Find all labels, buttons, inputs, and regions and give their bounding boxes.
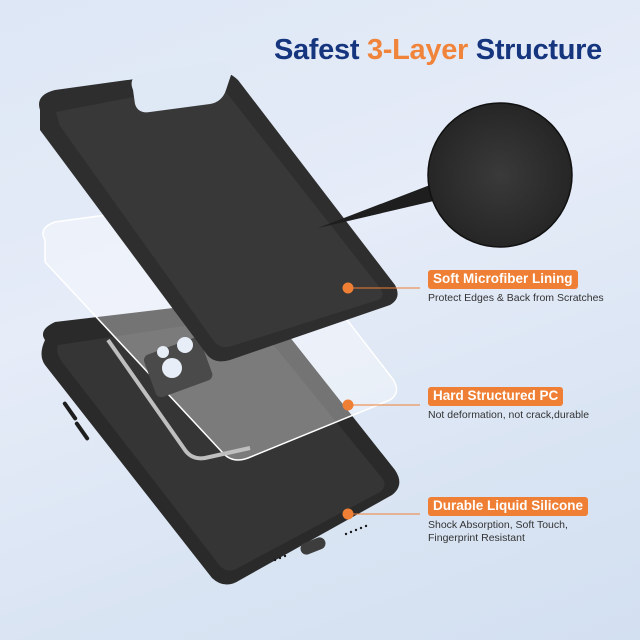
magnifier-bubble-icon [318,102,573,248]
feature-description: Shock Absorption, Soft Touch, Fingerprin… [428,519,588,545]
title-accent: 3-Layer [366,34,469,66]
page-title: Safest 3-Layer Structure [0,34,640,67]
feature-pc: Hard Structured PC Not deformation, not … [428,387,589,422]
orange-dot-icon [342,508,354,520]
feature-microfiber: Soft Microfiber Lining Protect Edges & B… [428,270,604,305]
feature-badge: Soft Microfiber Lining [428,270,578,289]
feature-description-line: Fingerprint Resistant [428,532,525,544]
title-part1: Safest [273,34,367,66]
title-part2: Structure [468,34,603,66]
microfiber-layer [39,61,398,362]
feature-description-line: Shock Absorption, Soft Touch, [428,519,568,531]
leader-lines [342,282,420,520]
feature-description: Not deformation, not crack,durable [428,409,590,421]
orange-dot-icon [342,282,354,294]
feature-badge: Hard Structured PC [428,387,564,406]
feature-badge: Durable Liquid Silicone [428,497,589,516]
feature-description: Protect Edges & Back from Scratches [428,292,604,304]
feature-silicone: Durable Liquid Silicone Shock Absorption… [428,497,589,545]
orange-dot-icon [342,399,354,411]
